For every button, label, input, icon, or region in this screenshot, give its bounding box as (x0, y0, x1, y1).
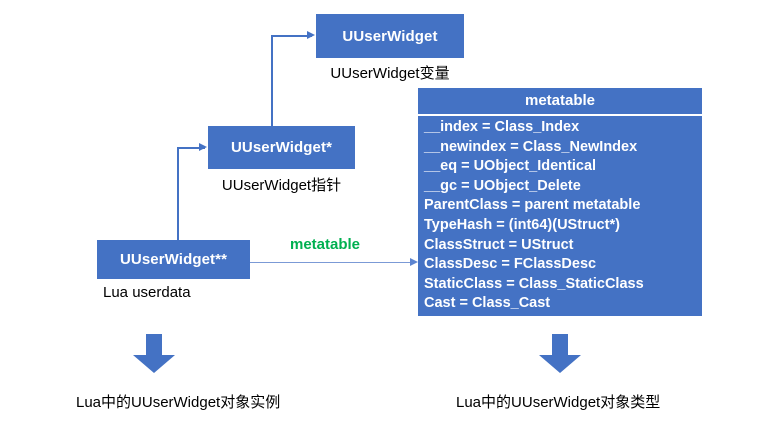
caption-lua-userdata: Lua userdata (103, 284, 191, 301)
metatable-row: ClassDesc = FClassDesc (424, 256, 597, 273)
metatable-row-list: __index = Class_Index __newindex = Class_… (418, 116, 702, 314)
bottom-caption-instance: Lua中的UUserWidget对象实例 (76, 394, 281, 411)
node-metatable-panel[interactable]: metatable __index = Class_Index __newinde… (418, 88, 702, 316)
caption-uuserwidget-pointer: UUserWidget指针 (221, 177, 342, 194)
arrowhead-right-icon (410, 258, 418, 266)
bottom-caption-type: Lua中的UUserWidget对象类型 (456, 394, 661, 411)
metatable-row: __newindex = Class_NewIndex (424, 138, 638, 155)
edge-label-metatable: metatable (290, 236, 361, 253)
metatable-row: __index = Class_Index (424, 119, 580, 135)
metatable-row: TypeHash = (int64)(UStruct*) (424, 216, 620, 233)
node-uuserwidget-pointer[interactable]: UUserWidget* (208, 126, 355, 169)
connector-ptr2-to-ptr-vertical (177, 147, 179, 241)
metatable-row: Cast = Class_Cast (424, 295, 551, 312)
metatable-title: metatable (418, 88, 702, 116)
metatable-row: __eq = UObject_Identical (424, 158, 597, 175)
connector-ptr2-to-metatable (250, 262, 416, 264)
metatable-row: ClassStruct = UStruct (424, 236, 574, 253)
arrowhead-right-icon (199, 143, 207, 151)
down-arrow-icon (133, 334, 175, 373)
node-uuserwidget[interactable]: UUserWidget (316, 14, 464, 58)
caption-uuserwidget: UUserWidget变量 (330, 65, 450, 82)
metatable-row: ParentClass = parent metatable (424, 197, 641, 214)
connector-ptr-to-widget-horizontal (271, 35, 312, 37)
node-uuserwidget-double-pointer[interactable]: UUserWidget** (97, 240, 250, 279)
metatable-row: __gc = UObject_Delete (424, 177, 581, 194)
metatable-row: StaticClass = Class_StaticClass (424, 275, 644, 292)
arrowhead-right-icon (307, 31, 315, 39)
connector-ptr2-to-ptr-horizontal (177, 147, 205, 149)
connector-ptr-to-widget-vertical (271, 35, 273, 127)
down-arrow-icon (539, 334, 581, 373)
